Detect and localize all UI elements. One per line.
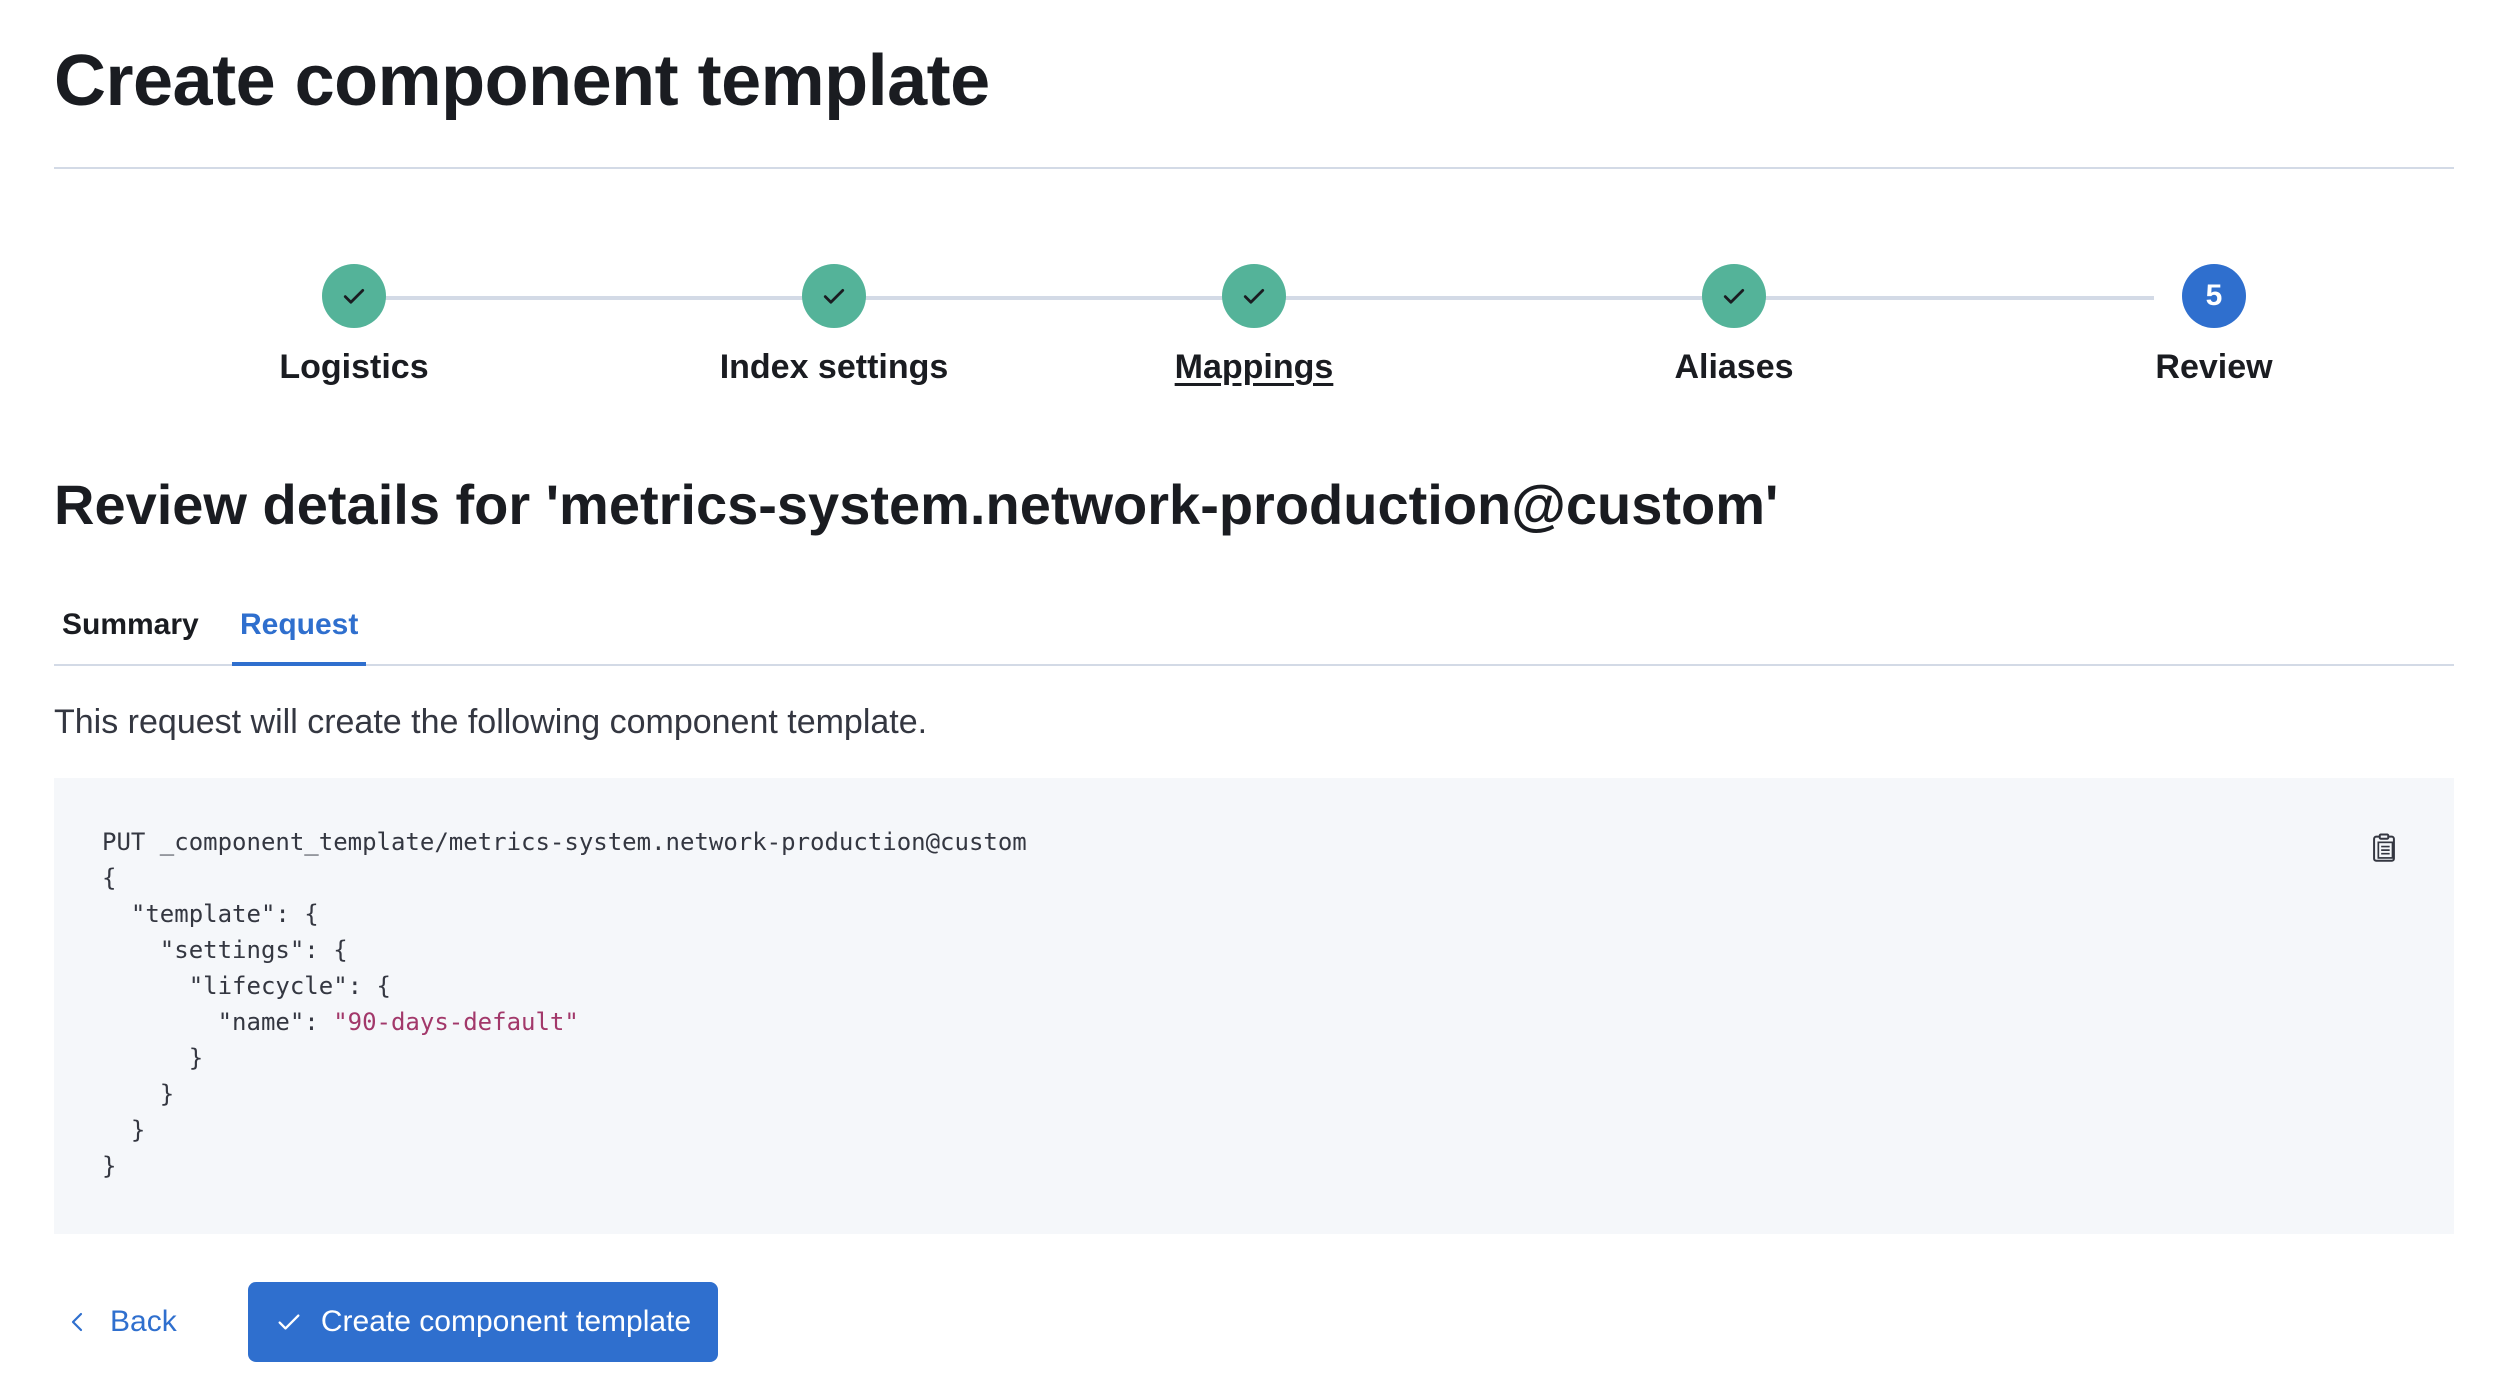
step-complete-check-icon — [1702, 264, 1766, 328]
code-line: { — [102, 864, 117, 892]
code-line: "settings": { — [102, 936, 348, 964]
review-tabs: Summary Request — [54, 598, 2454, 666]
request-code-block: PUT _component_template/metrics-system.n… — [54, 778, 2454, 1234]
step-number-badge: 5 — [2182, 264, 2246, 328]
step-logistics[interactable]: Logistics — [154, 264, 554, 387]
create-button-label: Create component template — [320, 1305, 692, 1338]
tab-summary[interactable]: Summary — [62, 608, 199, 641]
step-mappings[interactable]: Mappings — [1054, 264, 1454, 387]
step-label: Index settings — [719, 348, 949, 386]
code-line: PUT _component_template/metrics-system.n… — [102, 828, 1027, 856]
step-label: Logistics — [279, 348, 429, 386]
wizard-stepper: Logistics Index settings Mappings Aliase… — [54, 264, 2454, 404]
step-label: Mappings — [1174, 348, 1334, 386]
code-line: } — [102, 1080, 175, 1108]
step-review[interactable]: 5 Review — [2014, 264, 2414, 387]
code-line: "template": { — [102, 900, 319, 928]
review-title: Review details for 'metrics-system.netwo… — [54, 473, 1779, 536]
code-line: "lifecycle": { — [102, 972, 391, 1000]
back-button[interactable]: Back — [66, 1282, 177, 1362]
chevron-left-icon — [71, 1312, 83, 1332]
step-label: Aliases — [1674, 348, 1794, 386]
tab-request[interactable]: Request — [232, 598, 367, 666]
step-aliases[interactable]: Aliases — [1534, 264, 1934, 387]
title-divider — [54, 167, 2454, 169]
step-index-settings[interactable]: Index settings — [634, 264, 1034, 387]
code-line: } — [102, 1044, 204, 1072]
page-title: Create component template — [54, 41, 990, 121]
request-code: PUT _component_template/metrics-system.n… — [102, 824, 1027, 1184]
request-description: This request will create the following c… — [54, 703, 928, 741]
code-line: "name": "90-days-default" — [102, 1004, 1027, 1040]
step-complete-check-icon — [322, 264, 386, 328]
check-icon — [278, 1314, 300, 1330]
step-complete-check-icon — [802, 264, 866, 328]
code-string-value: "90-days-default" — [333, 1008, 579, 1036]
step-label: Review — [2155, 348, 2273, 386]
code-key: "name": — [102, 1008, 334, 1036]
back-button-label: Back — [110, 1305, 177, 1338]
create-component-template-button[interactable]: Create component template — [248, 1282, 718, 1362]
step-complete-check-icon — [1222, 264, 1286, 328]
clipboard-icon — [2373, 833, 2395, 862]
code-line: } — [102, 1116, 146, 1144]
copy-to-clipboard-button[interactable] — [2364, 828, 2404, 868]
code-line: } — [102, 1152, 117, 1180]
